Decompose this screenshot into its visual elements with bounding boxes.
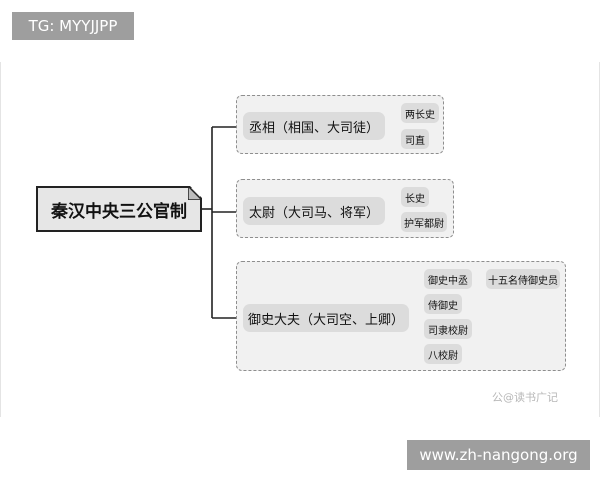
leaf-node: 侍御史 — [424, 294, 462, 314]
leaf-node: 长史 — [401, 187, 429, 207]
canvas-left-edge — [0, 62, 1, 417]
bottom-overlay-label: www.zh-nangong.org — [407, 440, 590, 470]
sub-leaf-node: 十五名侍御史员 — [486, 269, 560, 289]
root-fold-corner — [188, 186, 202, 200]
root-node: 秦汉中央三公官制 — [36, 186, 202, 232]
leaf-node: 八校尉 — [424, 344, 462, 364]
watermark-text: 公@读书广记 — [492, 391, 558, 404]
leaf-node: 御史中丞 — [424, 269, 472, 289]
leaf-node: 司隶校尉 — [424, 319, 472, 339]
top-overlay-label: TG: MYYJJPP — [12, 12, 134, 40]
leaf-node: 护军都尉 — [401, 212, 447, 232]
leaf-node: 两长史 — [401, 103, 439, 123]
branch-node-grand-commandant: 太尉（大司马、将军） — [243, 197, 385, 225]
branch-node-chancellor: 丞相（相国、大司徒） — [243, 112, 385, 140]
branch-node-imperial-counselor: 御史大夫（大司空、上卿） — [243, 304, 409, 332]
leaf-node: 司直 — [401, 129, 429, 149]
